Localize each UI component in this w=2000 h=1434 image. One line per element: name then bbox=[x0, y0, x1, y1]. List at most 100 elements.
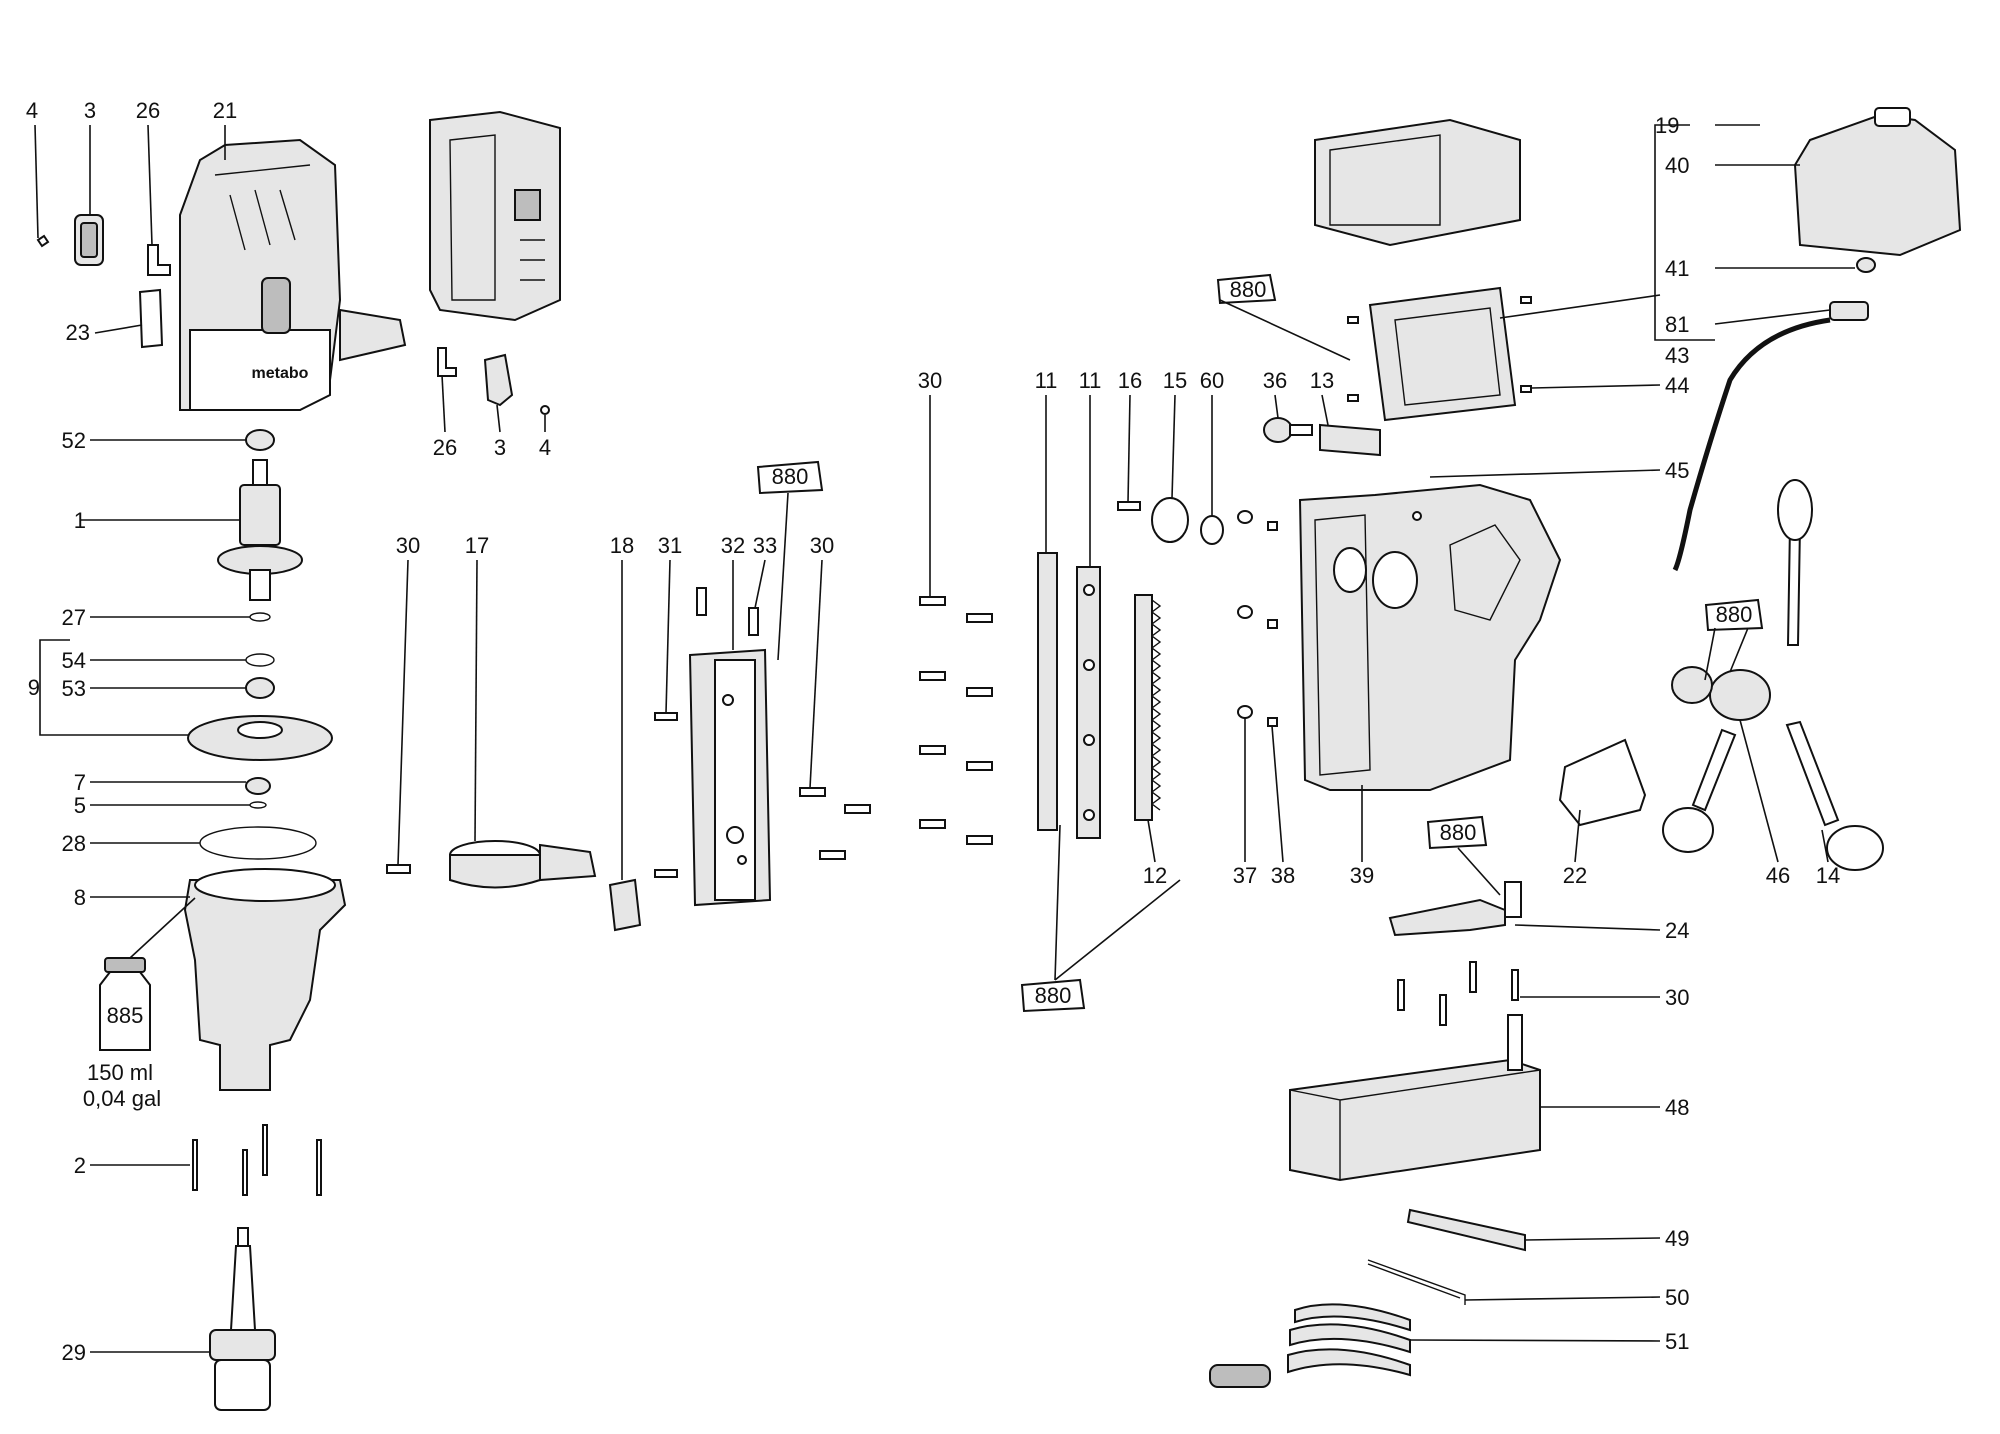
feed-handle-upper bbox=[1777, 479, 1813, 646]
callout-30c: 30 bbox=[918, 368, 942, 393]
small-screw-4b bbox=[540, 405, 550, 415]
callout-14: 14 bbox=[1816, 863, 1840, 888]
cover-plate-3b bbox=[483, 353, 514, 407]
callout-30a: 30 bbox=[396, 533, 420, 558]
callout-18: 18 bbox=[610, 533, 634, 558]
retaining-ring-54 bbox=[245, 653, 275, 667]
screws-30c bbox=[919, 596, 993, 845]
callout-32: 32 bbox=[721, 533, 745, 558]
bearing-7 bbox=[245, 777, 271, 795]
callout-44: 44 bbox=[1665, 373, 1689, 398]
callout-39: 39 bbox=[1350, 863, 1374, 888]
callout-4b: 4 bbox=[539, 435, 551, 460]
screws-30b bbox=[799, 787, 871, 860]
callout-12: 12 bbox=[1143, 863, 1167, 888]
callout-29: 29 bbox=[62, 1340, 86, 1365]
grease-tube-3: 880 bbox=[1704, 598, 1764, 632]
callout-24: 24 bbox=[1665, 918, 1689, 943]
callout-45: 45 bbox=[1665, 458, 1689, 483]
grease-tube-1: 880 bbox=[1216, 273, 1277, 305]
hex-key-50 bbox=[1367, 1259, 1466, 1305]
grease-tube-2: 880 bbox=[756, 460, 824, 495]
callout-33: 33 bbox=[753, 533, 777, 558]
callout-40: 40 bbox=[1665, 153, 1689, 178]
leader-lines bbox=[34, 124, 1855, 1353]
nuts-37 bbox=[1237, 510, 1253, 719]
small-screw-4a bbox=[36, 234, 50, 248]
guide-strip-11b bbox=[1076, 566, 1101, 839]
grease-tube-label-4: 880 bbox=[1440, 820, 1477, 845]
hub-46 bbox=[1671, 666, 1771, 721]
clip-part-26b bbox=[437, 347, 457, 377]
armature bbox=[217, 459, 303, 601]
callout-30d: 30 bbox=[1665, 985, 1689, 1010]
callout-31: 31 bbox=[658, 533, 682, 558]
clamp-ring bbox=[449, 840, 597, 889]
strap-51 bbox=[1209, 1303, 1411, 1388]
callout-4: 4 bbox=[26, 98, 38, 123]
callout-26: 26 bbox=[136, 98, 160, 123]
screw-31 bbox=[654, 712, 678, 721]
grease-tube-label-2: 880 bbox=[772, 464, 809, 489]
callout-13: 13 bbox=[1310, 368, 1334, 393]
switch-part bbox=[74, 214, 104, 266]
callout-11a: 11 bbox=[1035, 368, 1058, 393]
callout-54: 54 bbox=[62, 648, 86, 673]
lever-13 bbox=[1319, 423, 1381, 457]
bearing-53 bbox=[245, 677, 275, 699]
callout-41: 41 bbox=[1665, 256, 1689, 281]
callout-51: 51 bbox=[1665, 1329, 1689, 1354]
bottle-label: 885 bbox=[107, 1003, 144, 1028]
main-frame-39 bbox=[1298, 483, 1562, 791]
callout-26b: 26 bbox=[433, 435, 457, 460]
screws-30d bbox=[1397, 961, 1519, 1026]
pins-38 bbox=[1267, 521, 1278, 727]
callout-11b: 11 bbox=[1079, 368, 1102, 393]
grease-tube-4: 880 bbox=[1426, 815, 1488, 850]
callout-30b: 30 bbox=[810, 533, 834, 558]
brand-logo: metabo bbox=[252, 365, 309, 382]
o-ring-28 bbox=[199, 826, 317, 860]
callout-17: 17 bbox=[465, 533, 489, 558]
knob-36 bbox=[1263, 417, 1313, 443]
grease-tube-5: 880 bbox=[1020, 978, 1086, 1013]
callout-38: 38 bbox=[1271, 863, 1295, 888]
callout-81: 81 bbox=[1665, 312, 1689, 337]
label-plate-22 bbox=[1558, 738, 1647, 827]
callout-53: 53 bbox=[62, 676, 86, 701]
callout-23: 23 bbox=[66, 320, 90, 345]
screw-32 bbox=[696, 587, 707, 616]
callout-27: 27 bbox=[62, 605, 86, 630]
callout-5: 5 bbox=[74, 793, 86, 818]
callout-2: 2 bbox=[74, 1153, 86, 1178]
gear-rack-12 bbox=[1134, 594, 1162, 821]
coolant-hose bbox=[1672, 317, 1831, 572]
disc-15 bbox=[1151, 497, 1189, 543]
callout-16: 16 bbox=[1118, 368, 1142, 393]
washer-60 bbox=[1200, 515, 1224, 545]
callout-49: 49 bbox=[1665, 1226, 1689, 1251]
callout-28: 28 bbox=[62, 831, 86, 856]
ring-27 bbox=[249, 612, 271, 622]
callout-numbers: 4 3 26 21 23 26 3 4 52 1 27 54 9 53 7 5 … bbox=[26, 98, 1840, 1365]
bearing-52 bbox=[245, 429, 275, 451]
callout-3b: 3 bbox=[494, 435, 506, 460]
callout-36: 36 bbox=[1263, 368, 1287, 393]
callout-1: 1 bbox=[74, 508, 86, 533]
bottle-gallon-caption: 0,04 gal bbox=[83, 1086, 161, 1111]
bracket-18 bbox=[608, 878, 642, 932]
guide-rail bbox=[688, 648, 772, 907]
guide-strip-11a bbox=[1037, 552, 1058, 831]
bottle-volume-caption: 150 ml bbox=[87, 1060, 153, 1085]
callout-46: 46 bbox=[1766, 863, 1790, 888]
motor-base-top bbox=[1314, 118, 1521, 247]
screw-16 bbox=[1117, 501, 1141, 511]
mounting-plate-43 bbox=[1368, 286, 1517, 422]
handle-24 bbox=[1388, 881, 1522, 937]
wedge-49 bbox=[1406, 1208, 1526, 1252]
coolant-tank-40 bbox=[1793, 107, 1962, 257]
screws-2 bbox=[192, 1124, 322, 1196]
pin-45 bbox=[1412, 511, 1422, 521]
nut-41 bbox=[1856, 257, 1876, 273]
